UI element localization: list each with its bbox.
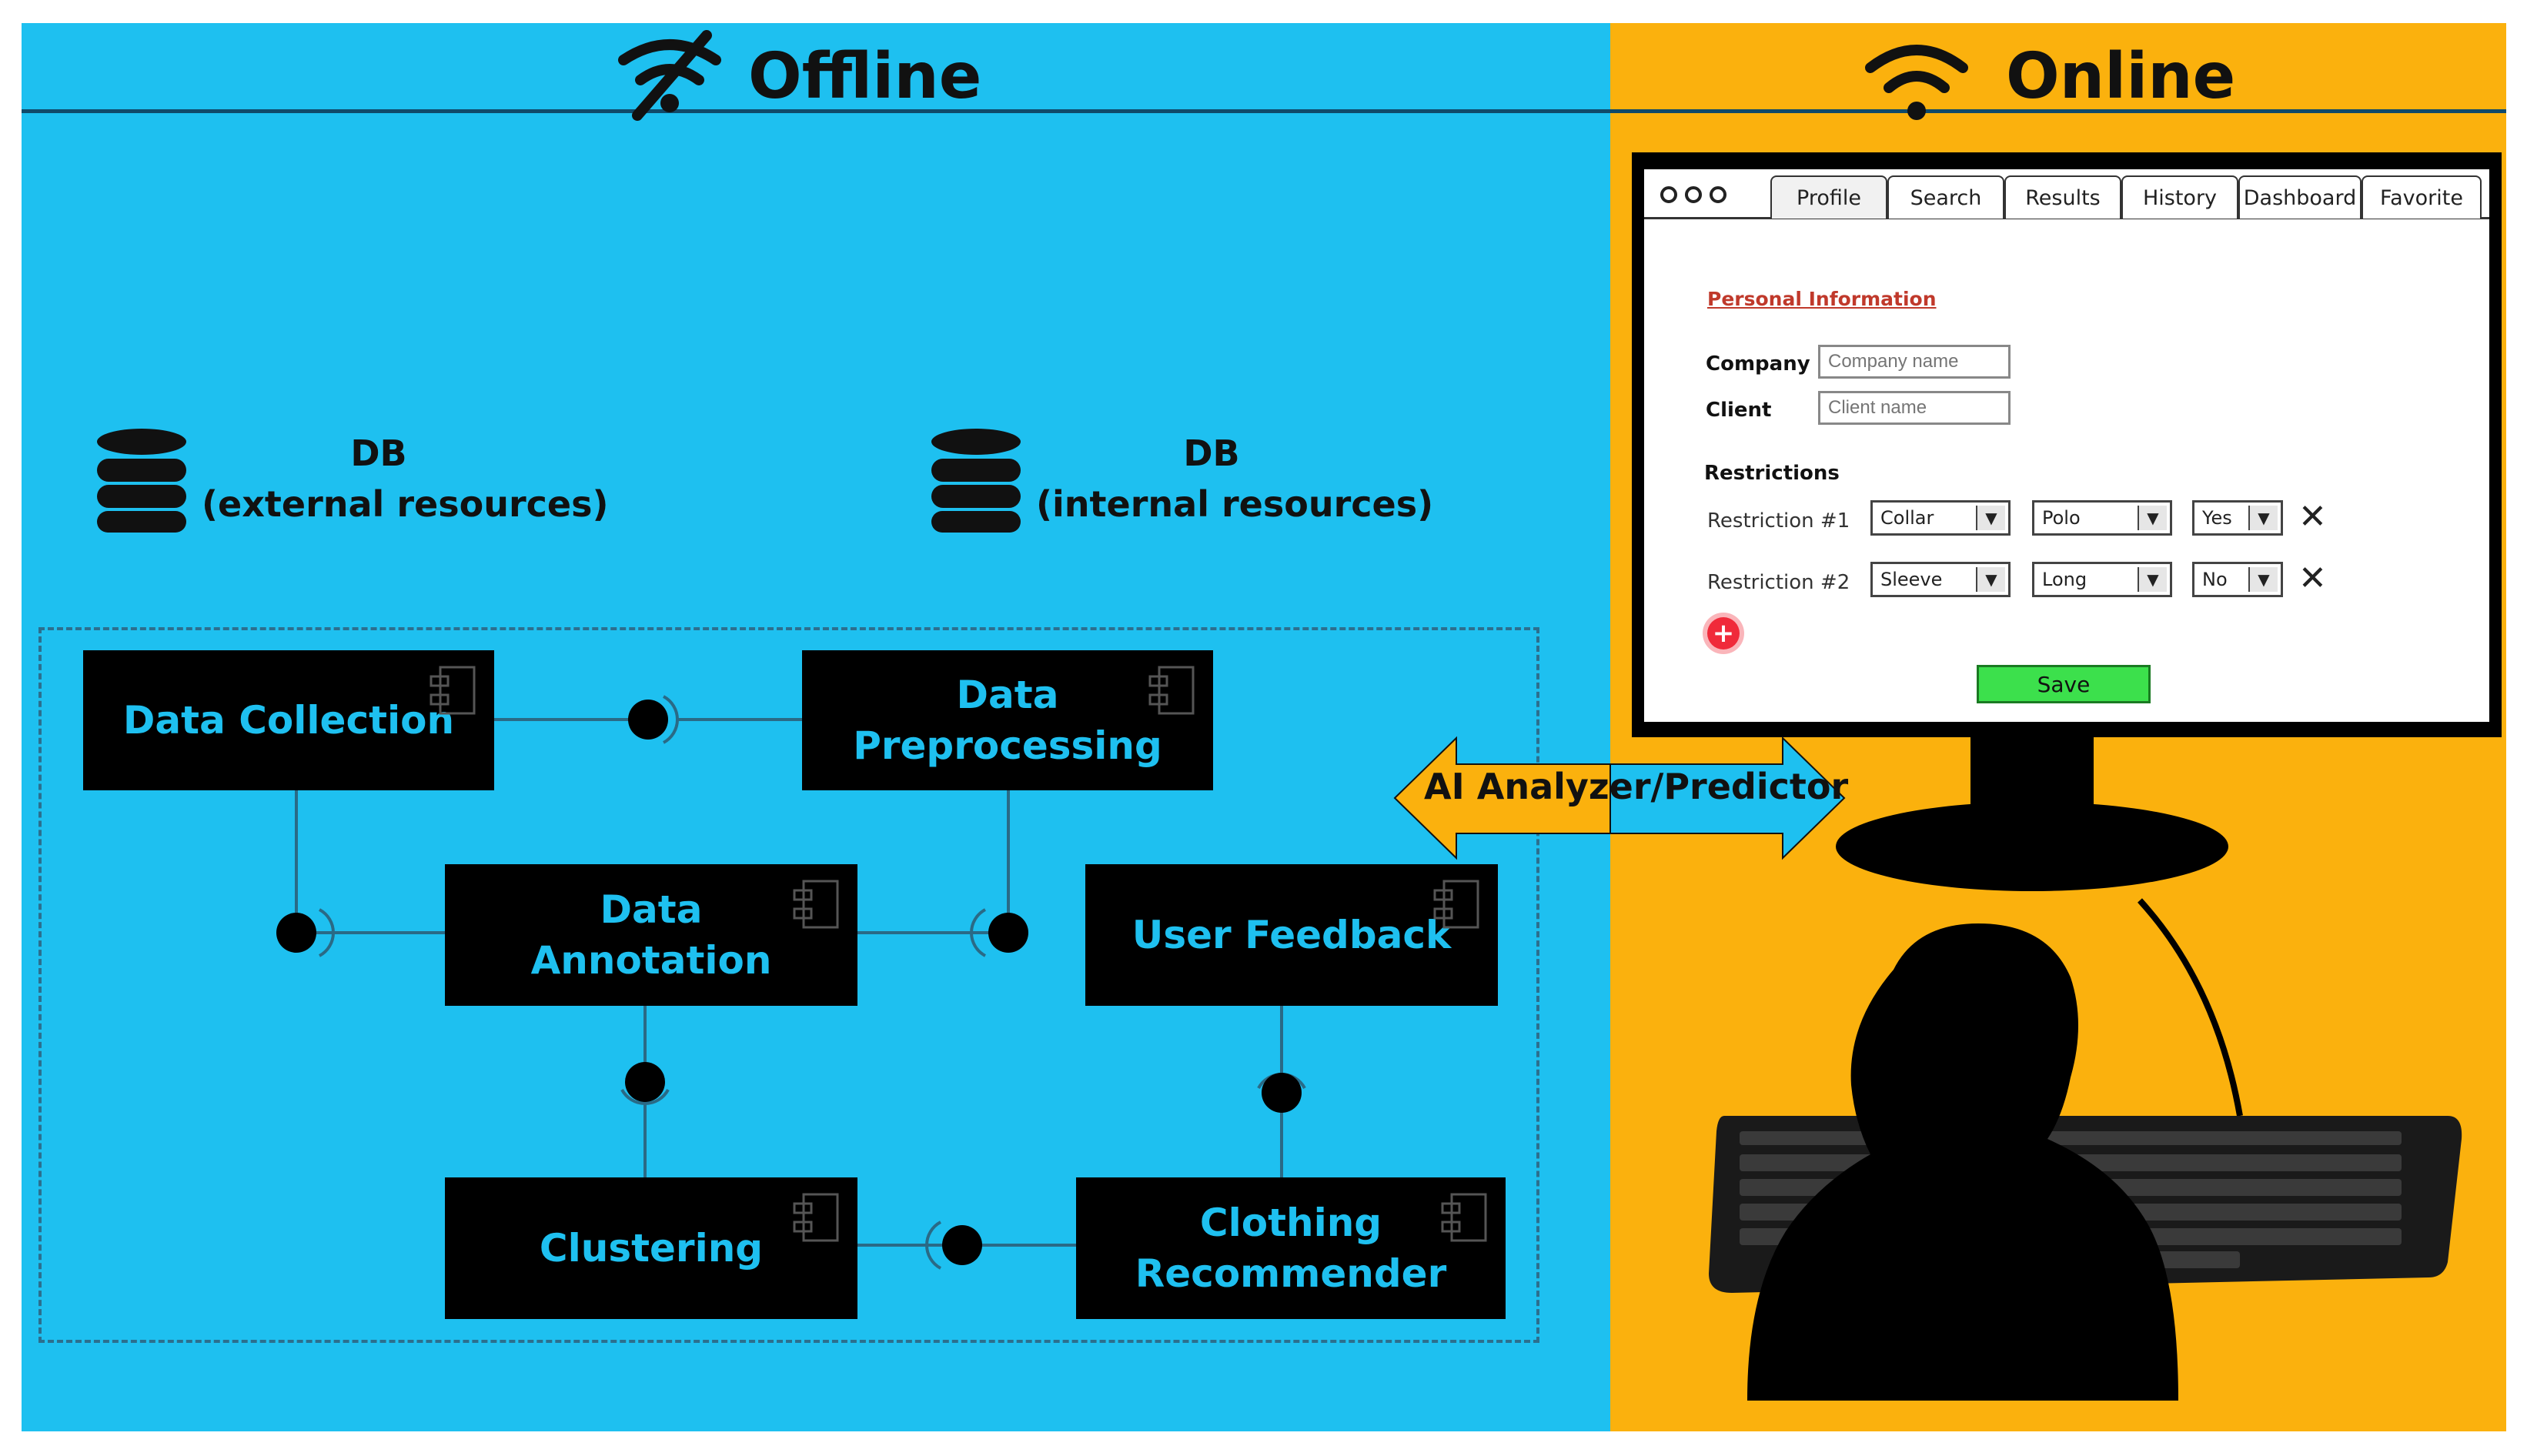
remove-restriction-1-icon[interactable]: ✕	[2298, 497, 2327, 536]
clothing-recommender-line1: Clothing	[1199, 1201, 1382, 1245]
db-external-label: DB (external resources)	[202, 428, 609, 529]
component-icon	[1148, 666, 1195, 715]
offline-title: Offline	[748, 40, 982, 113]
offline-header-divider	[22, 109, 1610, 113]
component-icon	[793, 1193, 839, 1242]
database-icon-external	[97, 429, 186, 533]
wifi-icon	[1865, 45, 1968, 120]
client-input[interactable]	[1818, 391, 2011, 425]
tab-history[interactable]: History	[2121, 175, 2238, 219]
window-controls-icon	[1660, 186, 1726, 203]
component-user-feedback: User Feedback	[1085, 864, 1498, 1006]
user-feedback-label: User Feedback	[1131, 913, 1452, 957]
data-preprocessing-label: Data Preprocessing	[830, 670, 1185, 771]
tab-results[interactable]: Results	[2004, 175, 2121, 219]
clothing-recommender-label: Clothing Recommender	[1112, 1197, 1469, 1299]
db-external-subtitle: (external resources)	[202, 483, 609, 525]
restriction-2-select-1[interactable]: Sleeve ▼	[1870, 562, 2011, 597]
company-input[interactable]	[1818, 345, 2011, 379]
online-header-divider	[1610, 109, 2506, 113]
add-restriction-button[interactable]: +	[1707, 617, 1740, 650]
monitor-stand	[1836, 731, 2228, 891]
user-keyboard-illustration	[1709, 898, 2462, 1401]
restriction-1-select-1[interactable]: Collar ▼	[1870, 500, 2011, 536]
db-internal-title: DB	[1183, 432, 1240, 474]
dropdown-arrow-icon: ▼	[1976, 567, 2005, 592]
component-icon	[1433, 880, 1479, 929]
dropdown-arrow-icon: ▼	[2138, 567, 2167, 592]
ai-analyzer-predictor-label: AI Analyzer/Predictor	[1424, 766, 1849, 807]
select-value: Collar	[1880, 507, 1934, 529]
restriction-2-select-2[interactable]: Long ▼	[2032, 562, 2172, 597]
restriction-1-label: Restriction #1	[1707, 509, 1850, 533]
dropdown-arrow-icon: ▼	[1976, 506, 2005, 530]
component-data-annotation: Data Annotation	[445, 864, 857, 1006]
wifi-off-icon	[618, 30, 721, 121]
dropdown-arrow-icon: ▼	[2138, 506, 2167, 530]
restrictions-label: Restrictions	[1704, 462, 1840, 485]
tab-search[interactable]: Search	[1887, 175, 2004, 219]
data-annotation-line1: Data	[600, 887, 703, 932]
clothing-recommender-line2: Recommender	[1135, 1251, 1447, 1296]
client-label: Client	[1706, 399, 1772, 422]
select-value: Sleeve	[1880, 569, 1943, 590]
system-boundary	[38, 627, 1539, 1343]
component-clothing-recommender: Clothing Recommender	[1076, 1177, 1506, 1319]
restriction-1-select-3[interactable]: Yes ▼	[2192, 500, 2283, 536]
data-preprocessing-line2: Preprocessing	[853, 723, 1162, 768]
restriction-2-label: Restriction #2	[1707, 571, 1850, 594]
dropdown-arrow-icon: ▼	[2248, 567, 2278, 592]
db-internal-label: DB (internal resources)	[1036, 428, 1434, 529]
tab-favorite[interactable]: Favorite	[2362, 175, 2482, 219]
remove-restriction-2-icon[interactable]: ✕	[2298, 559, 2327, 598]
clustering-label: Clustering	[539, 1226, 764, 1271]
db-external-title: DB	[350, 432, 407, 474]
select-value: Polo	[2042, 507, 2081, 529]
db-internal-subtitle: (internal resources)	[1036, 483, 1434, 525]
component-clustering: Clustering	[445, 1177, 857, 1319]
data-annotation-line2: Annotation	[530, 938, 772, 983]
data-preprocessing-line1: Data	[956, 673, 1059, 717]
company-label: Company	[1706, 352, 1810, 376]
component-icon	[1441, 1193, 1487, 1242]
data-collection-label: Data Collection	[122, 698, 455, 743]
component-icon	[430, 666, 476, 715]
select-value: Long	[2042, 569, 2087, 590]
database-icon-internal	[931, 429, 1021, 533]
tab-dashboard[interactable]: Dashboard	[2238, 175, 2362, 219]
online-title: Online	[2006, 40, 2236, 113]
select-value: Yes	[2202, 507, 2232, 529]
component-data-preprocessing: Data Preprocessing	[802, 650, 1213, 790]
restriction-1-select-2[interactable]: Polo ▼	[2032, 500, 2172, 536]
component-data-collection: Data Collection	[83, 650, 494, 790]
save-button[interactable]: Save	[1977, 665, 2151, 703]
tab-profile[interactable]: Profile	[1770, 175, 1887, 219]
app-screen	[1644, 169, 2489, 722]
data-annotation-label: Data Annotation	[508, 884, 795, 986]
bidirectional-arrow	[1393, 736, 1846, 860]
component-icon	[793, 880, 839, 929]
restriction-2-select-3[interactable]: No ▼	[2192, 562, 2283, 597]
select-value: No	[2202, 569, 2228, 590]
dropdown-arrow-icon: ▼	[2248, 506, 2278, 530]
section-title: Personal Information	[1707, 288, 1937, 310]
